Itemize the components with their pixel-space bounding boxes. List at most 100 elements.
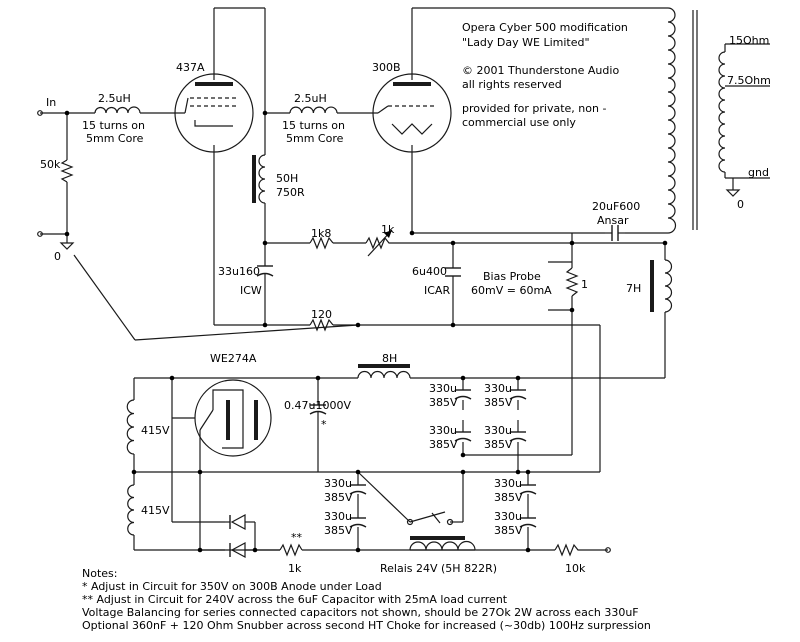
- choke-8h-label: 8H: [382, 352, 397, 365]
- tube-300b: [372, 73, 452, 153]
- use-line-1: provided for private, non -: [462, 102, 606, 115]
- junction-dot: [252, 547, 258, 553]
- coupling-cap-brand: Ansar: [597, 214, 629, 227]
- junction-dot: [169, 375, 175, 381]
- resistors: [60, 159, 580, 557]
- out-7-5ohm-label: 7.5Ohm: [727, 74, 771, 87]
- resistor-bias: [565, 267, 579, 297]
- junction-dot: [355, 547, 361, 553]
- ind2-value: 2.5uH: [294, 92, 327, 105]
- cap-voltage-label: 385V: [324, 524, 353, 537]
- junction-dot: [450, 322, 456, 328]
- ground-out-label: 0: [737, 198, 744, 211]
- tube-437a-label: 437A: [176, 61, 205, 74]
- tube-437a: [174, 73, 254, 153]
- notes-heading: Notes:: [82, 567, 117, 580]
- res-1k8-label: 1k8: [311, 227, 331, 240]
- rights: all rights reserved: [462, 78, 562, 91]
- junction-dot: [569, 307, 575, 313]
- relay-switch: [406, 512, 454, 526]
- junction-dots: [37, 110, 668, 553]
- junction-dot: [197, 547, 203, 553]
- subtitle: "Lady Day WE Limited": [462, 36, 590, 49]
- title: Opera Cyber 500 modification: [462, 21, 628, 34]
- cap-33u-label: 33u160: [218, 265, 260, 278]
- out-gnd-label: gnd: [748, 166, 769, 179]
- note-4: Optional 360nF + 120 Ohm Snubber across …: [82, 619, 651, 632]
- junction-dot: [64, 231, 70, 237]
- cap-6u-label: 6u400: [412, 265, 447, 278]
- junction-dot: [450, 240, 456, 246]
- electrolytic-cap-plate-curved: [454, 395, 472, 400]
- cap-stacks: [349, 389, 537, 528]
- asterisk-label: *: [321, 418, 327, 431]
- junction-dot: [515, 469, 521, 475]
- terminal-point: [605, 547, 611, 553]
- capacitors: [256, 225, 625, 415]
- notes: Notes: * Adjust in Circuit for 350V on 3…: [82, 567, 651, 632]
- note-1: * Adjust in Circuit for 350V on 300B Ano…: [82, 580, 382, 593]
- junction-dot: [525, 547, 531, 553]
- cap-voltage-label: 385V: [484, 438, 513, 451]
- electrolytic-cap-plate-curved: [454, 437, 472, 442]
- res-50k-label: 50k: [40, 158, 61, 171]
- junction-dot: [355, 322, 361, 328]
- choke-50h-res: 750R: [276, 186, 305, 199]
- cap-33u-note: ICW: [240, 284, 262, 297]
- resistor-10k: [554, 543, 580, 557]
- junction-dot: [460, 469, 466, 475]
- choke-8h: [357, 370, 411, 379]
- junction-dot: [262, 240, 268, 246]
- res-10k-label: 10k: [565, 562, 586, 575]
- wires: [40, 7, 668, 551]
- ind2-note2: 5mm Core: [286, 132, 344, 145]
- junction-dot: [460, 452, 466, 458]
- input-label: In: [46, 96, 56, 109]
- cap-voltage-label: 385V: [494, 491, 523, 504]
- ht-winding-1-label: 415V: [141, 424, 170, 437]
- resistor-1k8: [309, 236, 334, 250]
- cap-voltage-label: 385V: [429, 438, 458, 451]
- res-120-label: 120: [311, 308, 332, 321]
- cap-value-label: 330u: [494, 477, 522, 490]
- junction-dot: [409, 230, 415, 236]
- inductors: [94, 106, 673, 551]
- output-transformer: [667, 7, 770, 234]
- cap-value-label: 330u: [484, 424, 512, 437]
- resistor-50k: [60, 159, 74, 183]
- resistor-pot-1k: [365, 236, 395, 250]
- cap-stack-labels: 330u385V330u385V330u385V330u385V330u385V…: [324, 382, 523, 537]
- ind1-note1: 15 turns on: [82, 119, 145, 132]
- choke-7h-label: 7H: [626, 282, 641, 295]
- junction-dot: [662, 240, 668, 246]
- electrolytic-cap-plate-curved: [509, 437, 527, 442]
- cap-value-label: 330u: [324, 510, 352, 523]
- junction-dot: [197, 469, 203, 475]
- electrolytic-cap-plate-curved: [519, 490, 537, 495]
- relay-coil: [409, 540, 476, 551]
- inductor-2u5-b: [289, 106, 338, 114]
- cap-value-label: 330u: [429, 424, 457, 437]
- cap-6u-note: ICAR: [424, 284, 450, 297]
- resistor-1k-bottom: [279, 543, 303, 557]
- cap-value-label: 330u: [324, 477, 352, 490]
- ind1-note2: 5mm Core: [86, 132, 144, 145]
- resistor-120: [309, 318, 334, 332]
- ground-left-label: 0: [54, 250, 61, 263]
- junction-dot: [569, 240, 575, 246]
- electrolytic-cap-plate-curved: [509, 395, 527, 400]
- cap-voltage-label: 385V: [429, 396, 458, 409]
- ground-symbols: [59, 187, 741, 250]
- ind1-value: 2.5uH: [98, 92, 131, 105]
- junction-dot: [460, 375, 466, 381]
- cap-value-label: 330u: [494, 510, 522, 523]
- pot-1k-label: 1k: [381, 223, 395, 236]
- electrolytic-cap-plate-curved: [349, 490, 367, 495]
- cap-047-label: 0.47u1000V: [284, 399, 351, 412]
- tube-we274a-label: WE274A: [210, 352, 257, 365]
- res-1k-bottom-label: 1k: [288, 562, 302, 575]
- cap-value-label: 330u: [429, 382, 457, 395]
- terminal-point: [37, 110, 43, 116]
- cap-value-label: 330u: [484, 382, 512, 395]
- choke-50h-label: 50H: [276, 172, 298, 185]
